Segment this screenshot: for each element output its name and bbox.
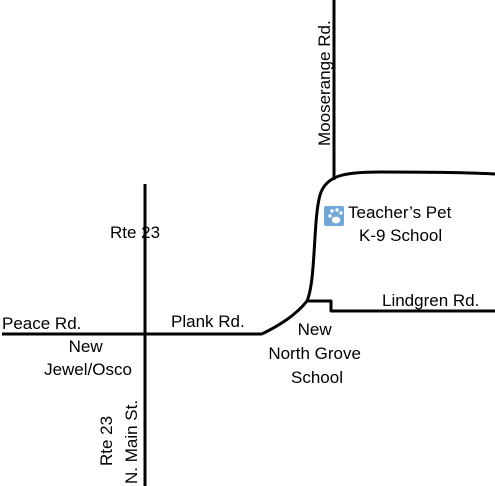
peace-road-label: Peace Rd.: [2, 314, 81, 333]
north-grove-line-3: School: [291, 368, 343, 387]
paw-print-icon: [324, 206, 344, 226]
lindgren-road-label: Lindgren Rd.: [382, 291, 479, 310]
marker-background: [324, 206, 344, 226]
rte-23-south-label: Rte 23: [97, 416, 116, 466]
jewel-osco-line-2: Jewel/Osco: [44, 360, 132, 379]
north-grove-line-1: New: [298, 320, 333, 339]
paw-toe-4: [339, 211, 343, 215]
mooserange-road-label: Mooserange Rd.: [315, 20, 334, 146]
plank-road-curve: [261, 300, 309, 336]
paw-toe-3: [335, 208, 339, 212]
north-grove-line-2: North Grove: [268, 344, 361, 363]
jewel-osco-line-1: New: [69, 337, 104, 356]
main-street-label: N. Main St.: [122, 400, 141, 484]
teachers-pet-line-1: Teacher’s Pet: [348, 203, 452, 222]
teachers-pet-drive: [305, 170, 495, 302]
jewel-osco-label: New Jewel/Osco: [44, 337, 132, 379]
teachers-pet-label: Teacher’s Pet K-9 School: [348, 203, 456, 245]
north-grove-school-label: New North Grove School: [268, 320, 365, 387]
rte-23-north-label: Rte 23: [110, 223, 160, 242]
paw-toe-1: [328, 214, 332, 218]
paw-toe-2: [330, 209, 334, 213]
teachers-pet-line-2: K-9 School: [359, 226, 442, 245]
paw-pad: [331, 216, 341, 224]
lindgren-road: [307, 299, 495, 313]
plank-road-label: Plank Rd.: [171, 312, 245, 331]
